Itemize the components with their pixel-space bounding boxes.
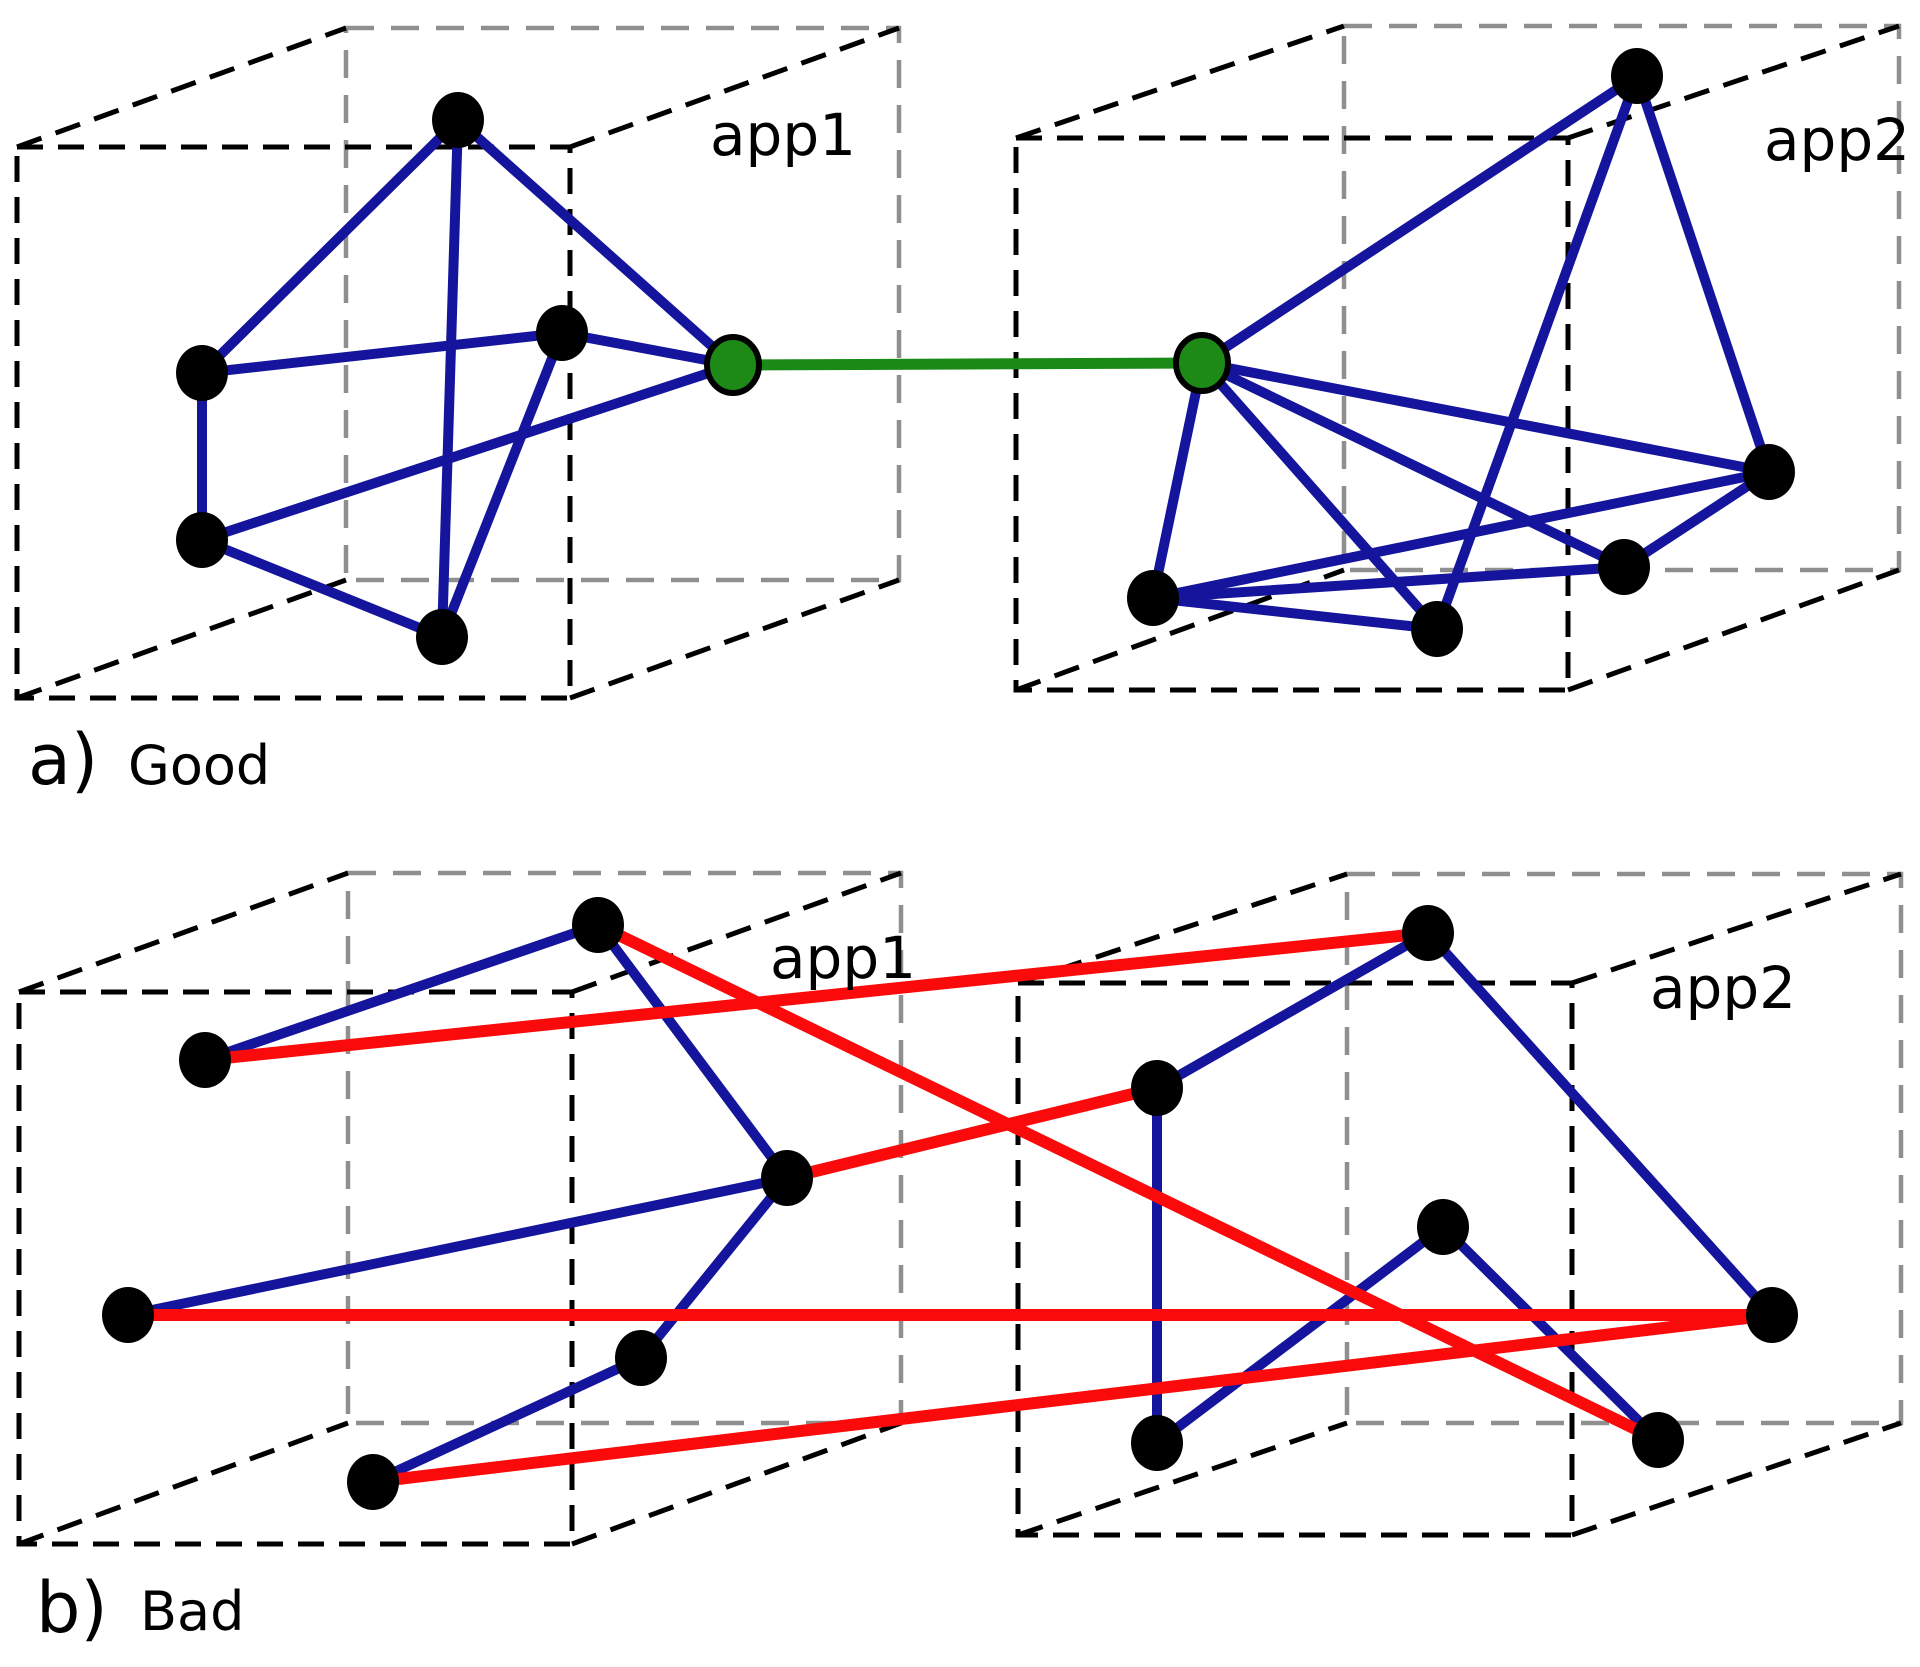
- process-node: [536, 305, 588, 361]
- graph-edges-layer: [122, 71, 1778, 1488]
- intra-app-edge: [368, 1353, 646, 1487]
- process-node: [416, 609, 468, 665]
- process-node: [615, 1330, 667, 1386]
- box-front-face: [16, 989, 575, 1547]
- box-back-face: [1344, 871, 1904, 1426]
- intra-app-edge: [1197, 71, 1642, 368]
- process-node: [1632, 1412, 1684, 1468]
- process-node: [1611, 48, 1663, 104]
- box-depth-edge: [1015, 23, 1345, 141]
- intra-app-edge: [197, 360, 738, 545]
- intra-app-edge: [1148, 467, 1774, 603]
- intra-app-edge: [197, 115, 463, 378]
- process-node: [1411, 601, 1463, 657]
- process-node: [179, 1032, 231, 1088]
- gateway-node: [1173, 332, 1231, 394]
- process-node: [1417, 1199, 1469, 1255]
- process-node: [572, 897, 624, 953]
- inter-app-link-edge: [727, 357, 1208, 371]
- box-depth-edge: [16, 25, 347, 150]
- intra-app-edge: [1632, 71, 1774, 477]
- box-depth-edge: [569, 577, 900, 701]
- graph-nodes-layer: [102, 48, 1798, 1510]
- box-front-face: [1015, 980, 1575, 1538]
- box-label-a-app2: app2: [1764, 106, 1910, 174]
- box-depth-edge: [569, 25, 900, 150]
- box-depth-edge: [1567, 567, 1900, 693]
- box-back-face: [343, 25, 902, 583]
- intra-app-edge: [636, 1173, 792, 1363]
- caption-b-word: Bad: [140, 1580, 244, 1643]
- intra-app-edge: [1152, 1222, 1448, 1448]
- intra-app-edge: [1438, 1222, 1663, 1445]
- box-depth-edge: [1571, 871, 1902, 986]
- process-node: [102, 1287, 154, 1343]
- intra-app-edge: [123, 1173, 792, 1320]
- process-node: [1131, 1415, 1183, 1471]
- process-node: [761, 1150, 813, 1206]
- intra-app-edge: [197, 535, 447, 642]
- process-node: [432, 92, 484, 148]
- caption-a-prefix: a): [28, 719, 98, 801]
- cross-host-edge: [199, 927, 1434, 1066]
- intra-app-edge: [1423, 928, 1777, 1320]
- intra-app-edge: [1197, 358, 1774, 477]
- intra-app-edge: [1197, 358, 1629, 572]
- process-node: [176, 345, 228, 401]
- process-node: [1131, 1060, 1183, 1116]
- box-depth-edge: [18, 870, 349, 995]
- intra-app-edge: [437, 115, 463, 642]
- box-front-face: [14, 144, 573, 701]
- box-depth-edge: [16, 577, 347, 701]
- gateway-node: [704, 334, 762, 396]
- process-node: [1402, 905, 1454, 961]
- intra-app-edge: [1148, 358, 1207, 603]
- intra-app-edge: [1148, 593, 1442, 634]
- box-depth-edge: [1571, 1420, 1902, 1538]
- intra-app-edge: [1148, 562, 1629, 603]
- process-node: [1743, 444, 1795, 500]
- intra-app-edge: [197, 328, 567, 378]
- cross-host-edge: [781, 1082, 1163, 1184]
- intra-app-edge: [1152, 928, 1433, 1093]
- cross-host-edge: [367, 1309, 1778, 1488]
- box-label-b-app2: app2: [1650, 954, 1796, 1022]
- intra-app-edge: [200, 920, 603, 1065]
- box-depth-edge: [571, 1420, 902, 1547]
- intra-app-edge: [1619, 467, 1774, 572]
- intra-app-edge: [593, 920, 792, 1183]
- process-node: [176, 512, 228, 568]
- box-depth-edge: [1017, 1420, 1348, 1538]
- process-node: [1746, 1287, 1798, 1343]
- box-label-b-app1: app1: [770, 924, 916, 992]
- process-node: [1127, 570, 1179, 626]
- caption-a-word: Good: [128, 734, 270, 797]
- box-depth-edge: [18, 1420, 349, 1547]
- box-label-a-app1: app1: [710, 101, 856, 169]
- box-front-face: [1013, 135, 1571, 693]
- intra-app-edge: [437, 328, 567, 642]
- intra-app-edge: [453, 115, 738, 370]
- box-depth-edge: [571, 870, 902, 995]
- process-node: [1598, 539, 1650, 595]
- caption-b-prefix: b): [36, 1567, 108, 1649]
- process-node: [347, 1454, 399, 1510]
